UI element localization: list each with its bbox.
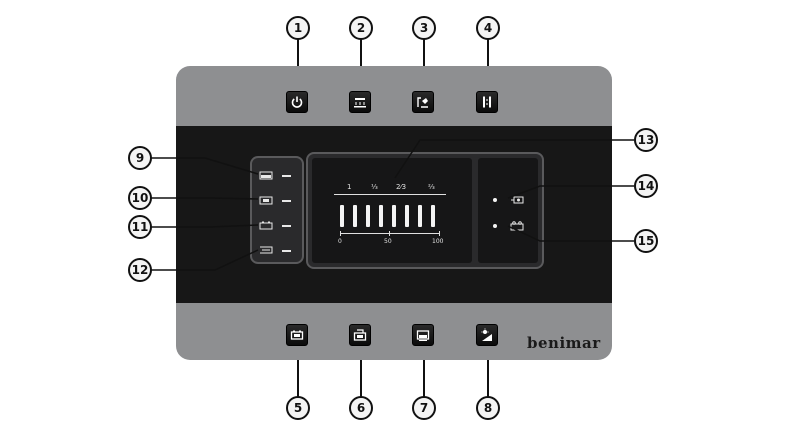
leader-line-6 xyxy=(360,350,362,398)
power-icon xyxy=(291,96,303,108)
level-segment-1 xyxy=(340,205,344,227)
top-scale-line xyxy=(334,194,446,195)
callout-11: 11 xyxy=(128,215,152,239)
bottom-scale-line xyxy=(340,233,440,234)
callout-4: 4 xyxy=(476,16,500,40)
bottom-scale-label-1: 0 xyxy=(338,238,342,245)
bottom-scale-tick-2 xyxy=(389,231,390,236)
top-scale-label-2: ⅓ xyxy=(371,183,378,191)
leisure-battery-icon xyxy=(353,329,367,341)
leisure-battery-led xyxy=(282,200,291,202)
pump-icon xyxy=(511,196,524,204)
level-segment-4 xyxy=(379,205,383,227)
callout-6: 6 xyxy=(349,396,373,420)
right-indicator-section xyxy=(478,158,538,263)
water-tank-button[interactable] xyxy=(412,324,434,346)
callout-15: 15 xyxy=(634,229,658,253)
leader-line-3 xyxy=(423,38,425,84)
level-segment-7 xyxy=(418,205,422,227)
callout-9: 9 xyxy=(128,146,152,170)
battery-icon xyxy=(290,330,304,340)
power-button[interactable] xyxy=(286,91,308,113)
leader-line-8 xyxy=(487,350,489,398)
leader-line-4 xyxy=(487,38,489,84)
waste-water-indicator-icon xyxy=(260,246,273,254)
level-segment-5 xyxy=(392,205,396,227)
top-scale-label-3: 2⁄3 xyxy=(396,183,407,191)
step-light-button[interactable] xyxy=(412,91,434,113)
level-segment-8 xyxy=(431,205,435,227)
callout-13: 13 xyxy=(634,128,658,152)
leader-line-1 xyxy=(297,38,299,84)
callout-7: 7 xyxy=(412,396,436,420)
ceiling-light-button[interactable] xyxy=(349,91,371,113)
pump-led xyxy=(493,198,497,202)
battery-led xyxy=(282,225,291,227)
brand-logo: benimar xyxy=(527,334,601,352)
bottom-scale-label-2: 50 xyxy=(384,238,392,245)
leader-line-7 xyxy=(423,350,425,398)
waste-water-led xyxy=(282,250,291,252)
battery-indicator-icon xyxy=(259,221,273,230)
level-segment-6 xyxy=(405,205,409,227)
leader-line-5 xyxy=(297,350,299,398)
charger-icon xyxy=(510,221,524,231)
fresh-water-indicator-icon xyxy=(259,171,273,180)
fresh-water-led xyxy=(282,175,291,177)
callout-5: 5 xyxy=(286,396,310,420)
leader-line-2 xyxy=(360,38,362,84)
callout-1: 1 xyxy=(286,16,310,40)
door-light-icon xyxy=(483,96,491,108)
bottom-scale-tick-3 xyxy=(439,231,440,236)
level-segment-3 xyxy=(366,205,370,227)
leisure-battery-button[interactable] xyxy=(349,324,371,346)
callout-2: 2 xyxy=(349,16,373,40)
bottom-scale-tick-1 xyxy=(340,231,341,236)
bottom-scale-label-3: 100 xyxy=(432,238,444,245)
leisure-battery-indicator-icon xyxy=(259,196,273,205)
door-light-button[interactable] xyxy=(476,91,498,113)
step-light-icon xyxy=(417,97,428,108)
callout-3: 3 xyxy=(412,16,436,40)
outdoor-light-button[interactable] xyxy=(476,324,498,346)
battery-button[interactable] xyxy=(286,324,308,346)
level-segment-2 xyxy=(353,205,357,227)
callout-12: 12 xyxy=(128,258,152,282)
top-scale-label-4: ⅔ xyxy=(428,183,435,191)
callout-8: 8 xyxy=(476,396,500,420)
water-tank-icon xyxy=(416,330,430,341)
callout-14: 14 xyxy=(634,174,658,198)
left-indicator-section xyxy=(250,156,304,264)
top-scale-label-1: 1 xyxy=(347,183,352,191)
callout-10: 10 xyxy=(128,186,152,210)
ceiling-light-icon xyxy=(354,98,366,108)
outdoor-light-icon xyxy=(481,328,492,341)
charger-led xyxy=(493,224,497,228)
